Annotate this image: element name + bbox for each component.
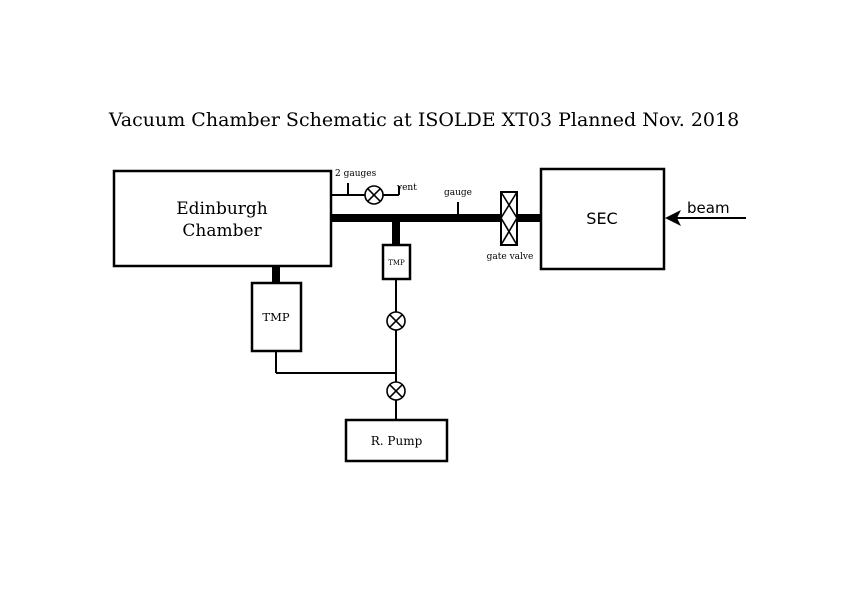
roughing-pump-valve-icon (386, 381, 406, 401)
vent-valve-icon (364, 185, 384, 205)
diagram-title: Vacuum Chamber Schematic at ISOLDE XT03 … (108, 109, 739, 131)
tmp-small-foreline-valve-icon (386, 311, 406, 331)
sec-box (539, 167, 666, 271)
tmp-main-label: TMP (262, 310, 289, 324)
edinburgh-chamber-label-line1: Edinburgh (176, 199, 268, 219)
two-gauges-label: 2 gauges (335, 169, 377, 179)
edinburgh-chamber-box (112, 169, 333, 268)
gate-valve-label: gate valve (487, 252, 534, 262)
tmp-small-box (381, 243, 412, 281)
gauge-label: gauge (444, 188, 472, 198)
vent-label: vent (396, 183, 417, 193)
beam-label: beam (687, 199, 730, 217)
tmp-small-label: TMP (388, 259, 405, 267)
roughing-pump-box (344, 418, 449, 463)
beam-arrowhead-icon (665, 210, 681, 226)
roughing-pump-label: R. Pump (371, 434, 423, 448)
tmp-main-box (250, 281, 303, 353)
edinburgh-chamber-label-line2: Chamber (182, 221, 262, 241)
sec-label: SEC (586, 209, 617, 228)
gate-valve-icon (500, 191, 518, 246)
